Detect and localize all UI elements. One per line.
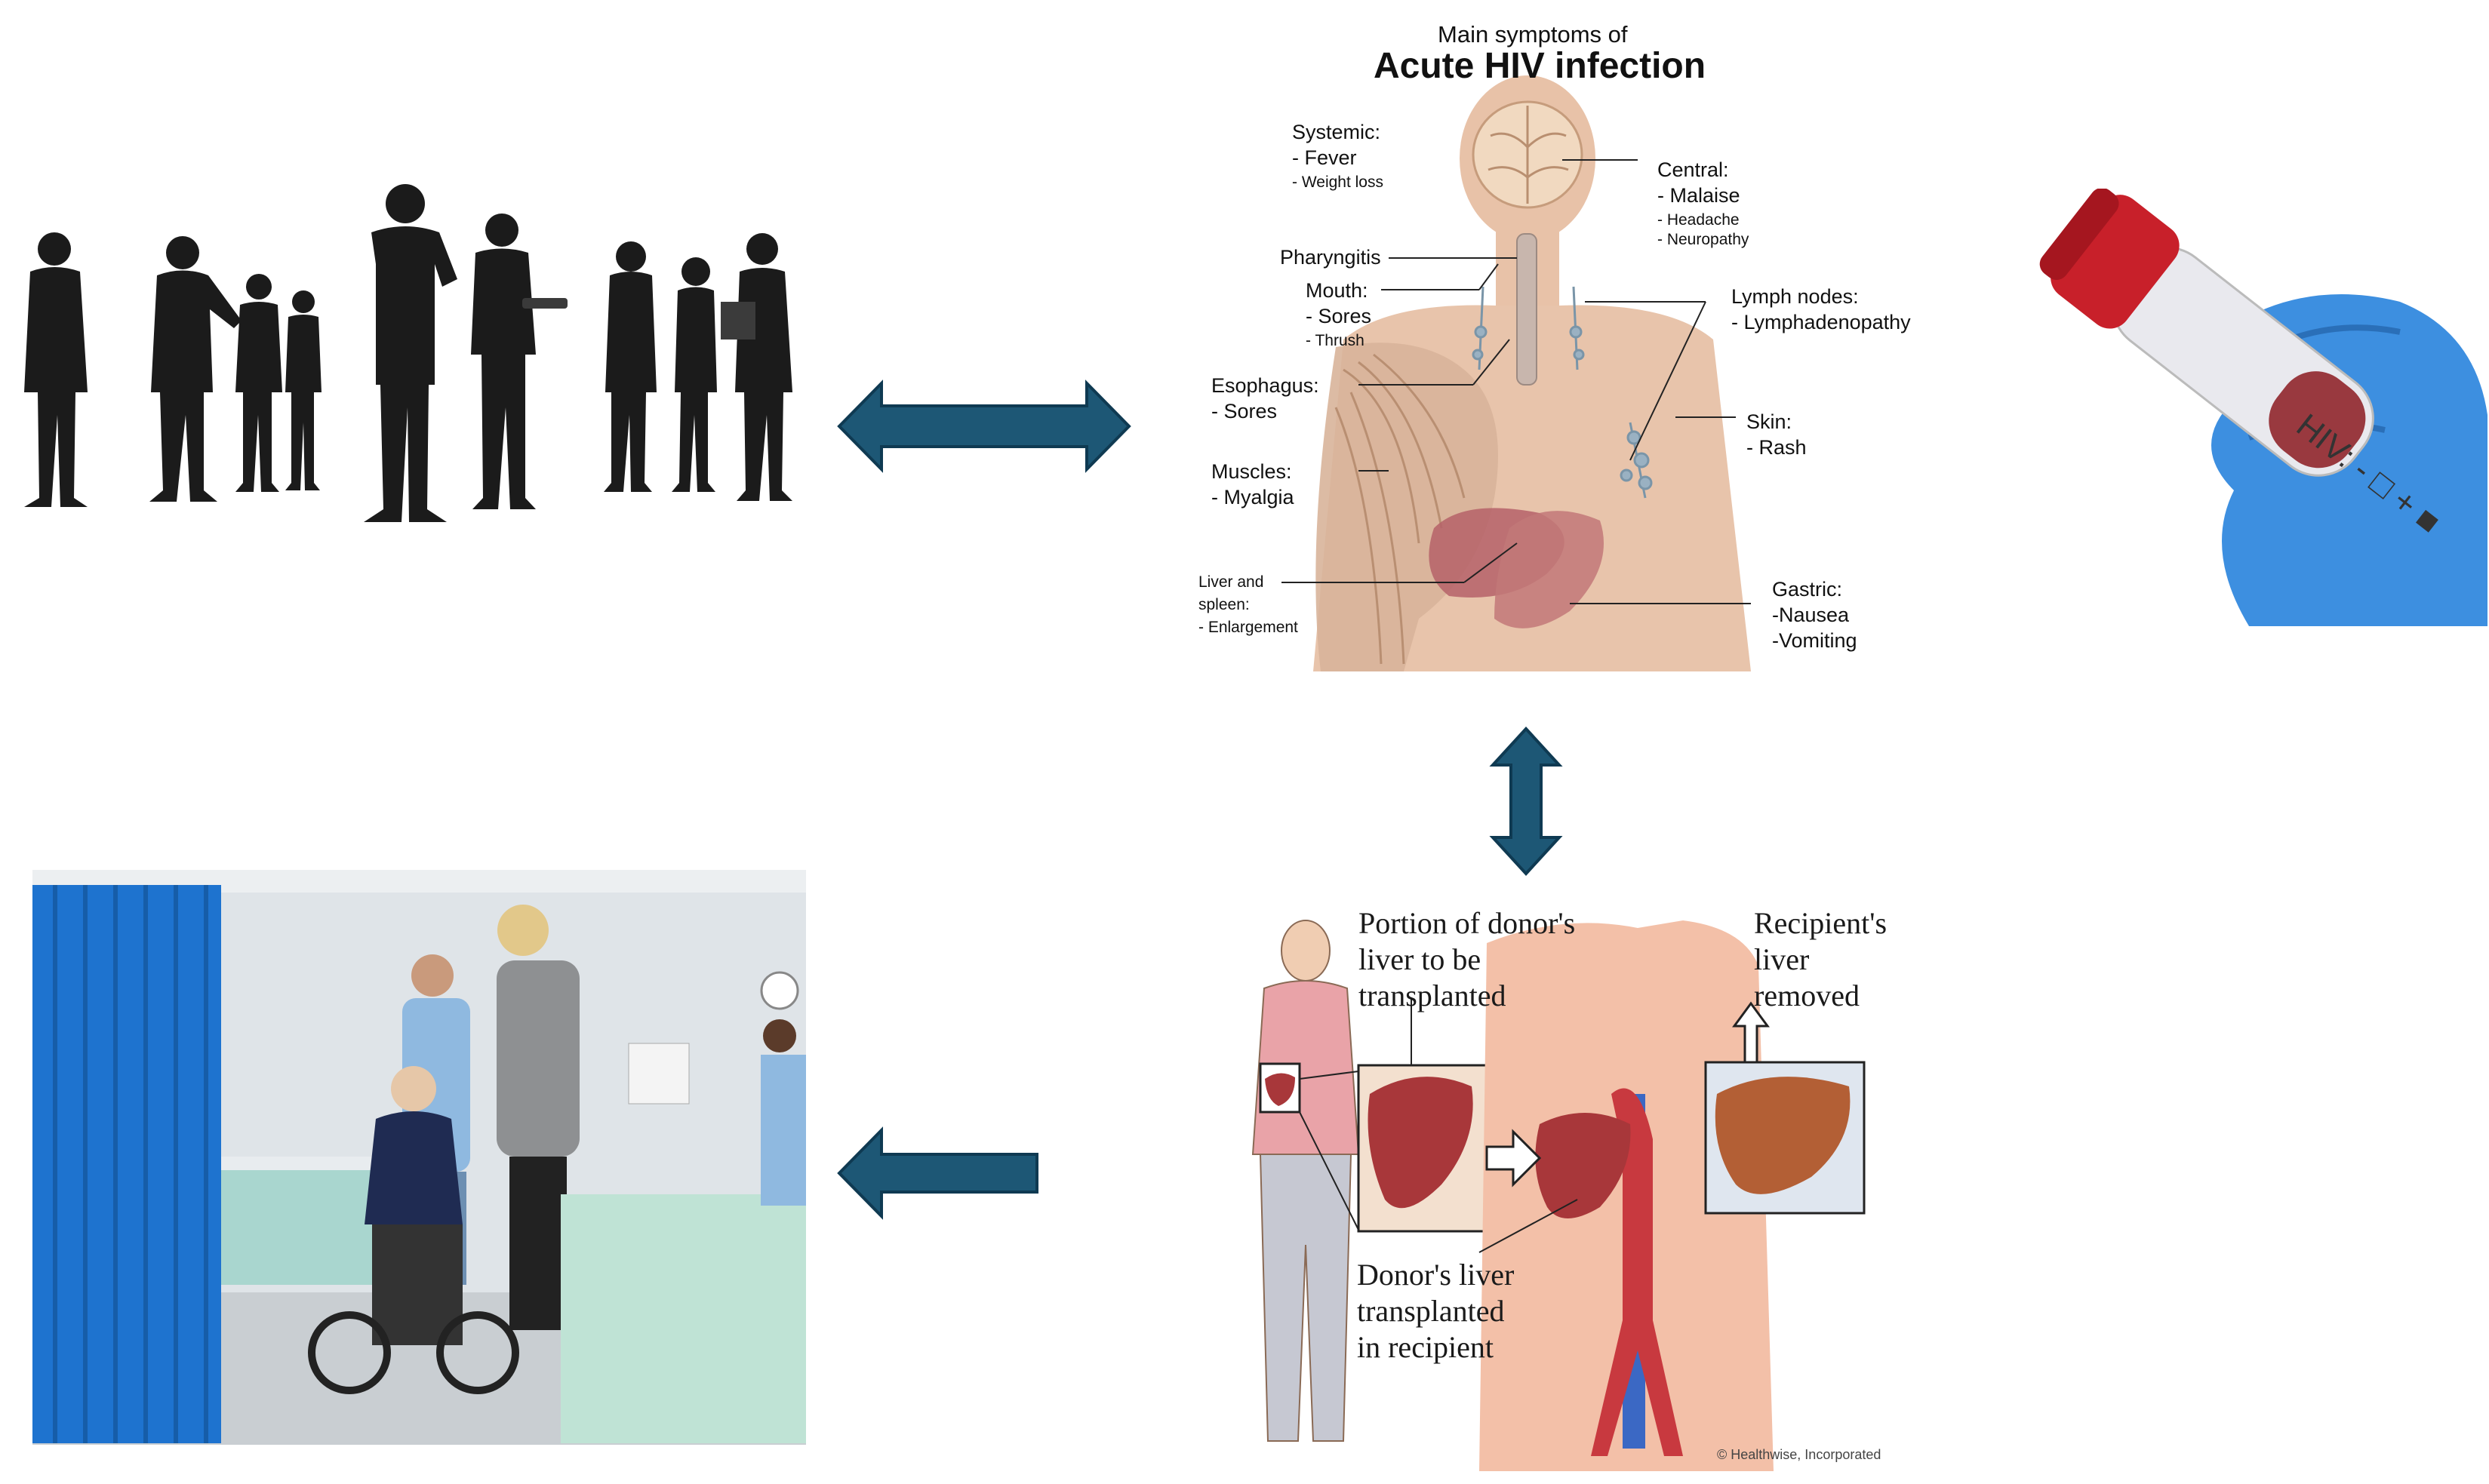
- blue-curtain: [32, 885, 221, 1443]
- left-arrow: [836, 1124, 1040, 1222]
- label-liver-line: Liver and: [1198, 573, 1264, 591]
- hiv-test-tube-image: HIV: - □ + ■: [2008, 189, 2487, 626]
- label-systemic-item: - Weight loss: [1292, 174, 1383, 191]
- label-pharyngitis: Pharyngitis: [1280, 246, 1381, 269]
- label-lymph-head: Lymph nodes:: [1731, 285, 1859, 308]
- label-liver-line: spleen:: [1198, 596, 1250, 613]
- label-skin-head: Skin:: [1746, 410, 1792, 433]
- label-central-item: - Neuropathy: [1657, 231, 1749, 248]
- hiv-symptoms-diagram: Main symptoms of Acute HIV infection Sys…: [1192, 15, 1917, 679]
- label-mouth-item: - Sores: [1306, 305, 1372, 327]
- label-gastric-head: Gastric:: [1772, 578, 1843, 601]
- label-transplanted-line: transplanted: [1357, 1294, 1505, 1328]
- label-donor-line: transplanted: [1358, 979, 1506, 1012]
- symptoms-subtitle: Main symptoms of: [1438, 21, 1628, 48]
- label-gastric-item: -Nausea: [1772, 604, 1850, 626]
- label-gastric-item: -Vomiting: [1772, 629, 1857, 652]
- symptoms-title: Acute HIV infection: [1374, 46, 1706, 86]
- credit-text: © Healthwise, Incorporated: [1717, 1447, 1881, 1462]
- label-systemic-item: - Fever: [1292, 146, 1357, 169]
- human-body-figure: [1281, 75, 1751, 671]
- transplant-illustration: [1251, 920, 1866, 1471]
- label-donor-line: Portion of donor's: [1358, 906, 1576, 940]
- double-arrow-horizontal: [836, 377, 1132, 475]
- label-recipient-line: liver: [1754, 942, 1810, 976]
- label-transplanted-line: in recipient: [1357, 1330, 1494, 1364]
- label-skin-item: - Rash: [1746, 436, 1807, 459]
- double-arrow-vertical: [1488, 726, 1564, 877]
- label-donor-line: liver to be: [1358, 942, 1481, 976]
- label-recipient-line: removed: [1754, 979, 1860, 1012]
- people-silhouettes-image: [15, 166, 808, 543]
- label-central-item: - Headache: [1657, 211, 1740, 229]
- label-transplanted-line: Donor's liver: [1357, 1258, 1515, 1292]
- label-liver-line: - Enlargement: [1198, 619, 1298, 636]
- donor-figure: [1251, 920, 1360, 1442]
- label-recipient-line: Recipient's: [1754, 906, 1888, 940]
- label-esophagus-head: Esophagus:: [1211, 374, 1319, 397]
- hospital-ward-photo: [32, 870, 806, 1445]
- label-mouth-item: - Thrush: [1306, 332, 1364, 349]
- label-central-item: - Malaise: [1657, 184, 1740, 207]
- label-muscles-head: Muscles:: [1211, 460, 1292, 483]
- label-lymph-item: - Lymphadenopathy: [1731, 311, 1911, 333]
- label-mouth-head: Mouth:: [1306, 279, 1368, 302]
- liver-transplant-diagram: Portion of donor's liver to be transplan…: [1230, 898, 1887, 1471]
- label-central-head: Central:: [1657, 158, 1729, 181]
- label-muscles-item: - Myalgia: [1211, 486, 1294, 508]
- label-esophagus-item: - Sores: [1211, 400, 1278, 422]
- label-systemic-head: Systemic:: [1292, 121, 1381, 143]
